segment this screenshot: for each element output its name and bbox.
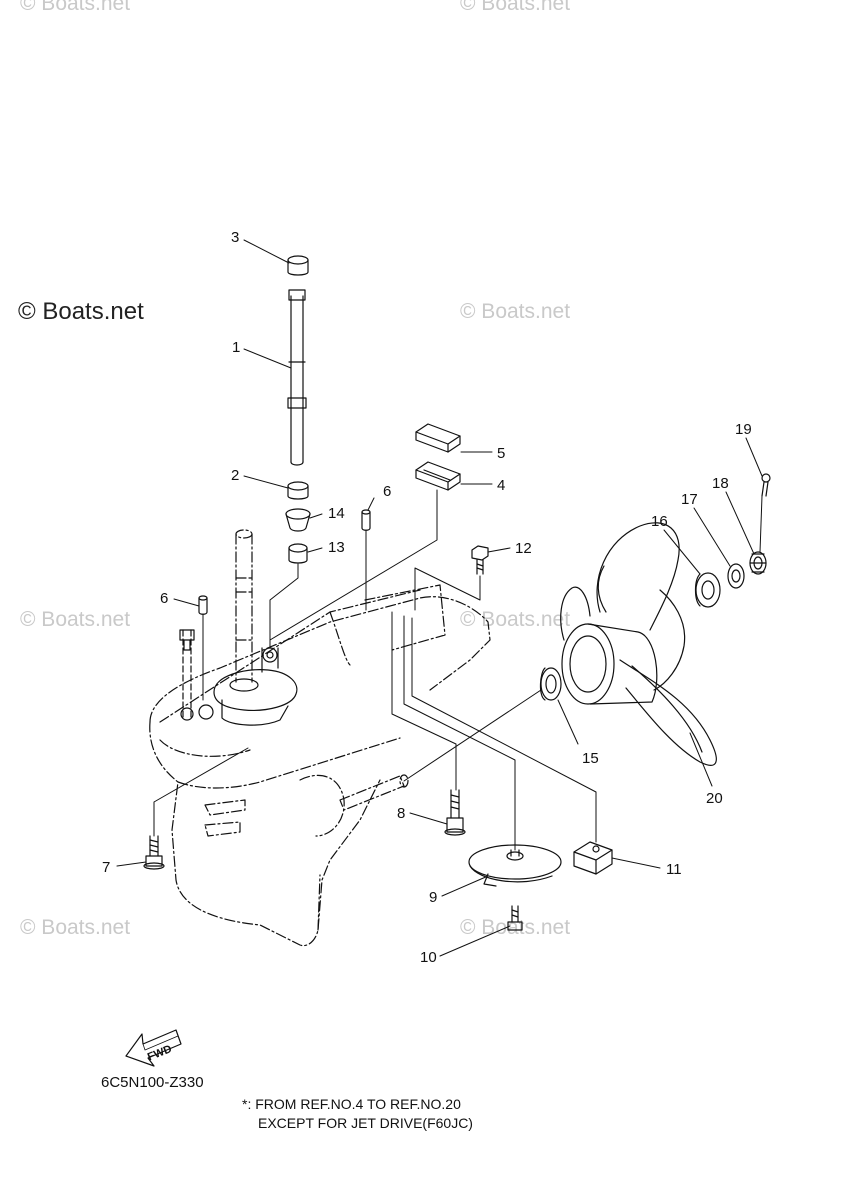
label-10: 10 [420, 949, 437, 966]
part-5-plate [415, 423, 461, 453]
label-18: 18 [712, 475, 729, 492]
label-14: 14 [328, 505, 345, 522]
label-12: 12 [515, 540, 532, 557]
part-11-anode [573, 841, 613, 875]
label-5: 5 [497, 445, 505, 462]
label-16: 16 [651, 513, 668, 530]
label-9: 9 [429, 889, 437, 906]
watermark-left-2: © Boats.net [20, 916, 131, 939]
label-6b: 6 [160, 590, 168, 607]
label-15: 15 [582, 750, 599, 767]
shift-rod [182, 629, 192, 721]
part-2-grommet [287, 481, 309, 500]
watermark-main: © Boats.net [18, 298, 144, 325]
diagram-code: 6C5N100-Z330 [101, 1074, 204, 1091]
part-7-bolt [143, 835, 165, 870]
part-labels: 3 1 2 5 4 6 14 13 12 6 19 18 17 16 15 20… [102, 229, 752, 966]
part-19-cotter-pin [761, 473, 771, 497]
shift-rod-fitting [179, 629, 214, 721]
label-1: 1 [232, 339, 240, 356]
label-20: 20 [706, 790, 723, 807]
part-16-spacer [694, 572, 721, 608]
label-8: 8 [397, 805, 405, 822]
housing-top-deck [159, 584, 446, 723]
label-3: 3 [231, 229, 239, 246]
label-19: 19 [735, 421, 752, 438]
label-7: 7 [102, 859, 110, 876]
part-9-trim-tab [468, 844, 562, 887]
label-6a: 6 [383, 483, 391, 500]
label-17: 17 [681, 491, 698, 508]
part-1-shaft-tube [287, 289, 307, 466]
footnote-line-1: *: FROM REF.NO.4 TO REF.NO.20 [242, 1096, 461, 1112]
part-17-washer [727, 563, 745, 589]
label-11: 11 [666, 861, 682, 878]
fwd-arrow: FWD [125, 1029, 182, 1067]
watermark-mid-right: © Boats.net [460, 300, 571, 323]
reference-lines [153, 489, 763, 851]
part-14-seal [285, 508, 311, 532]
part-13-bushing [288, 543, 308, 564]
watermark-top-right: © Boats.net [460, 0, 571, 15]
watermark-center-1: © Boats.net [460, 608, 571, 631]
part-15-washer [539, 667, 562, 701]
label-2: 2 [231, 467, 239, 484]
part-4-plate [415, 461, 461, 491]
label-13: 13 [328, 539, 345, 556]
footnote-line-2: EXCEPT FOR JET DRIVE(F60JC) [258, 1115, 473, 1131]
propeller-shaft [339, 774, 409, 811]
label-4: 4 [497, 477, 505, 494]
part-12-bolt [471, 545, 489, 575]
part-3-bushing [287, 255, 309, 276]
watermark-center-2: © Boats.net [460, 916, 571, 939]
part-20-propeller [560, 522, 717, 766]
watermark-left-1: © Boats.net [20, 608, 131, 631]
lower-unit-housing [149, 596, 491, 947]
footnote: *: FROM REF.NO.4 TO REF.NO.20 EXCEPT FOR… [242, 1095, 473, 1133]
pump-base [213, 647, 298, 726]
part-18-nut [749, 551, 767, 575]
part-6-dowel-pin-b [198, 595, 208, 615]
drive-shaft [235, 529, 253, 683]
leader-lines [116, 239, 763, 957]
watermark-top-left: © Boats.net [20, 0, 131, 15]
part-8-bolt [444, 789, 466, 836]
part-6-dowel-pin-a [361, 509, 371, 531]
